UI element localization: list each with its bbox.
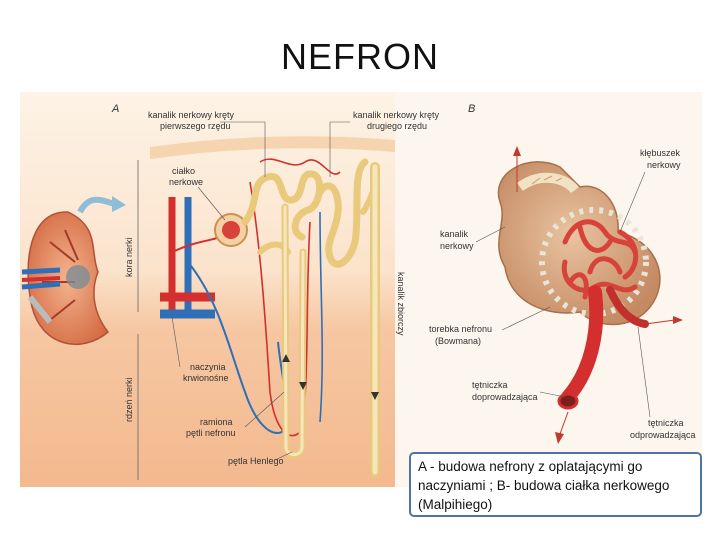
label-blood-vessels-2: krwionośne bbox=[183, 373, 229, 383]
label-tubule-1: kanalik bbox=[440, 229, 469, 239]
slide-title: NEFRON bbox=[281, 36, 439, 77]
medulla-label: rdzeń nerki bbox=[124, 377, 134, 422]
panel-b-letter: B bbox=[468, 103, 475, 115]
label-loop-limb-2: pętli nefronu bbox=[186, 428, 236, 438]
caption-text: A - budowa nefrony z oplatającymi go nac… bbox=[418, 459, 670, 512]
label-proximal-tubule-1: kanalik nerkowy kręty bbox=[148, 110, 235, 120]
label-afferent-arteriole-2: doprowadzająca bbox=[472, 392, 538, 402]
label-efferent-arteriole-1: tętniczka bbox=[648, 418, 684, 428]
blood-vessels-a bbox=[160, 158, 341, 437]
renal-corpuscle-a bbox=[214, 213, 248, 247]
nephron-figure: A B kora nerki rdzeń nerki bbox=[20, 92, 702, 487]
label-efferent-arteriole-2: odprowadzająca bbox=[630, 430, 696, 440]
label-henle-loop: pętla Henlego bbox=[228, 456, 284, 466]
label-bowman-capsule-1: torebka nefronu bbox=[429, 324, 492, 334]
label-glomerulus-1: kłębuszek bbox=[640, 148, 681, 158]
afferent-arteriole bbox=[561, 285, 604, 404]
label-blood-vessels-1: naczynia bbox=[190, 362, 226, 372]
label-glomerulus-2: nerkowy bbox=[647, 160, 681, 170]
label-bowman-capsule-2: (Bowmana) bbox=[435, 336, 481, 346]
label-renal-corpuscle-2: nerkowe bbox=[169, 177, 203, 187]
panel-a-letter: A bbox=[111, 103, 119, 115]
label-loop-limb-1: ramiona bbox=[200, 417, 233, 427]
label-renal-corpuscle-1: ciałko bbox=[172, 166, 195, 176]
label-distal-tubule-2: drugiego rzędu bbox=[367, 121, 427, 131]
cortex-band bbox=[150, 136, 395, 159]
label-proximal-tubule-2: pierwszego rzędu bbox=[160, 121, 231, 131]
renal-corpuscle-b bbox=[497, 146, 683, 444]
flow-arrows bbox=[282, 354, 379, 400]
kidney-illustration bbox=[21, 196, 126, 346]
label-collecting-duct: kanalik zbiorczy bbox=[396, 272, 406, 336]
label-tubule-2: nerkowy bbox=[440, 241, 474, 251]
cortex-label: kora nerki bbox=[124, 237, 134, 277]
label-afferent-arteriole-1: tętniczka bbox=[472, 380, 508, 390]
caption-box: A - budowa nefrony z oplatającymi go nac… bbox=[409, 452, 702, 517]
efferent-arteriole bbox=[606, 286, 649, 328]
label-distal-tubule-1: kanalik nerkowy kręty bbox=[353, 110, 440, 120]
nephron-tubule-a-fill bbox=[283, 164, 378, 475]
